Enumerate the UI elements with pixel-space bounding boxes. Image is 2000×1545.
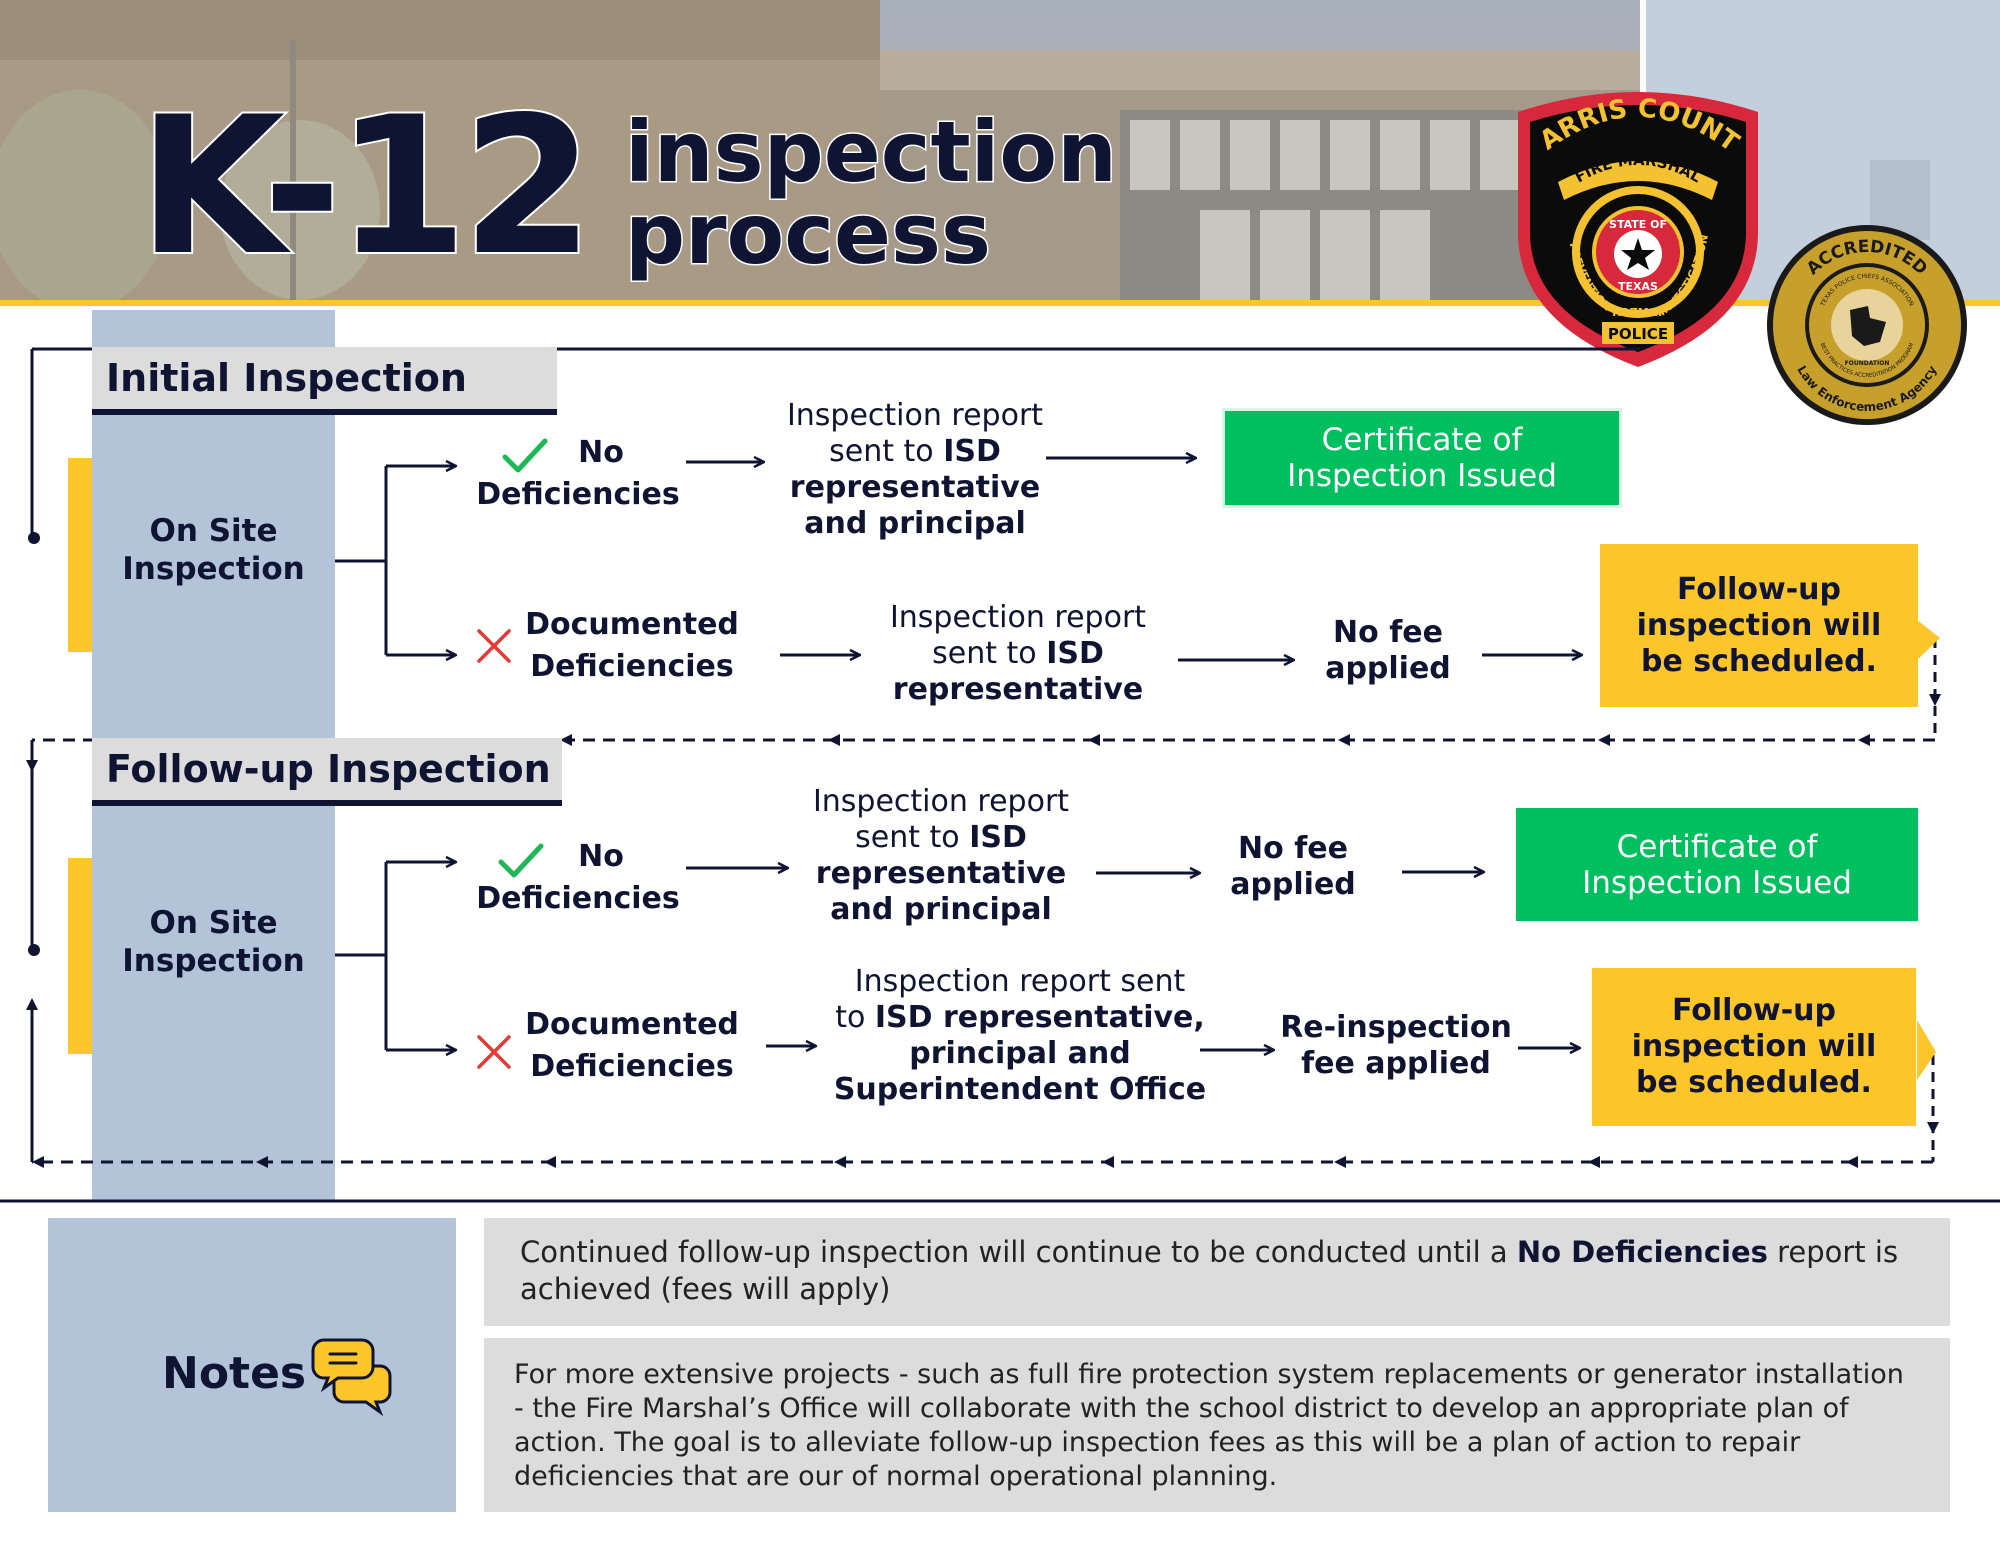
followup-no-fee: No fee applied bbox=[1230, 831, 1356, 902]
harris-county-fire-marshal-badge: HARRIS COUNTY FIRE MARSHAL STATE OF TEXA… bbox=[1506, 82, 1758, 367]
cross-icon bbox=[477, 629, 511, 663]
initial-report-principal: Inspection report sent to ISD representa… bbox=[786, 398, 1044, 541]
note-continued-followup: Continued follow-up inspection will cont… bbox=[484, 1218, 1950, 1326]
accredited-seal: ACCREDITED Law Enforcement Agency TEXAS … bbox=[1767, 225, 1967, 425]
header-banner bbox=[0, 0, 2000, 306]
followup-no-deficiencies: No Deficiencies bbox=[476, 839, 680, 916]
svg-text:STATE OF: STATE OF bbox=[1609, 218, 1667, 231]
initial-onsite-label: On Site Inspection bbox=[122, 513, 305, 587]
note-extensive-projects: For more extensive projects - such as fu… bbox=[484, 1338, 1950, 1512]
followup-reinspection-fee: Re-inspection fee applied bbox=[1280, 1010, 1512, 1081]
svg-text:POLICE: POLICE bbox=[1608, 325, 1668, 343]
followup-onsite-label: On Site Inspection bbox=[122, 905, 305, 979]
followup-report-principal: Inspection report sent to ISD representa… bbox=[812, 784, 1070, 927]
svg-text:HAZMAT: HAZMAT bbox=[1612, 306, 1664, 319]
followup-documented-deficiencies: Documented Deficiencies bbox=[525, 1007, 739, 1084]
followup-inspection-tab: Follow-up Inspection bbox=[92, 738, 562, 806]
svg-text:FOUNDATION: FOUNDATION bbox=[1845, 360, 1890, 367]
title-inspection: inspection bbox=[624, 103, 1119, 201]
chat-bubbles-icon bbox=[311, 1338, 392, 1416]
check-icon bbox=[498, 843, 544, 878]
notes-label: Notes bbox=[162, 1348, 307, 1399]
title-process: process bbox=[623, 185, 992, 283]
school-building-photo bbox=[0, 0, 2000, 306]
initial-no-deficiencies: No Deficiencies bbox=[476, 435, 680, 512]
svg-text:TEXAS: TEXAS bbox=[1618, 280, 1658, 293]
notes-panel bbox=[48, 1218, 456, 1512]
cross-icon bbox=[477, 1035, 511, 1069]
initial-no-fee: No fee applied bbox=[1325, 615, 1451, 686]
initial-inspection-tab: Initial Inspection bbox=[92, 347, 557, 415]
title-k12: K-12 bbox=[136, 76, 596, 297]
initial-report-isd: Inspection report sent to ISD representa… bbox=[889, 600, 1147, 707]
followup-report-superintendent: Inspection report sent to ISD representa… bbox=[833, 964, 1207, 1107]
initial-documented-deficiencies: Documented Deficiencies bbox=[525, 607, 739, 684]
check-icon bbox=[502, 438, 548, 473]
